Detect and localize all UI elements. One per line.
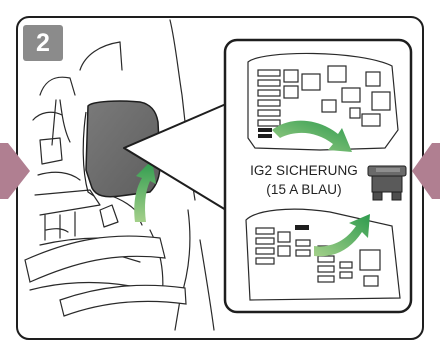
step-number-badge: 2 [23, 25, 63, 61]
lower-fuse-slot [295, 225, 309, 230]
fuse-callout-line2: (15 A BLAU) [241, 180, 367, 199]
fuse-callout-label: IG2 SICHERUNG (15 A BLAU) [241, 161, 367, 199]
fuse-callout-line1: IG2 SICHERUNG [241, 161, 367, 180]
